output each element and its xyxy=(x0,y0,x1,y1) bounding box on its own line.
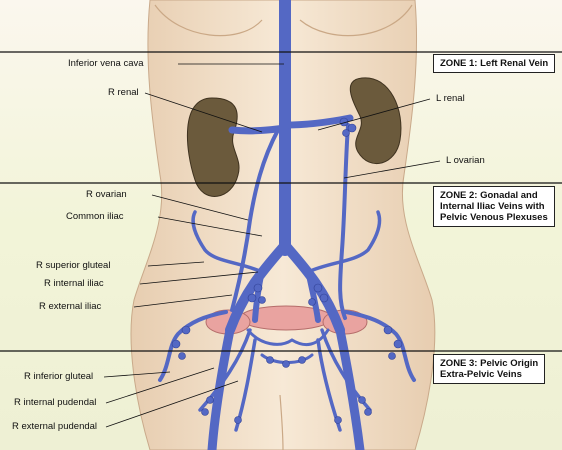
label-r-superior-gluteal: R superior gluteal xyxy=(36,260,111,271)
left-ovarian-vein xyxy=(338,123,350,320)
breast-fold-right xyxy=(154,4,263,37)
label-l-ovarian: L ovarian xyxy=(446,155,485,166)
zone-3-label: ZONE 3: Pelvic Origin Extra-Pelvic Veins xyxy=(433,354,546,384)
leader-r-renal xyxy=(144,92,263,133)
right-renal-vein xyxy=(228,124,289,135)
venous-system xyxy=(158,0,416,450)
zone-1-label: ZONE 1: Left Renal Vein xyxy=(433,54,556,73)
label-r-internal-pudendal: R internal pudendal xyxy=(14,397,97,408)
label-inferior-vena-cava: Inferior vena cava xyxy=(68,58,144,69)
right-superior-gluteal-vein xyxy=(191,210,264,274)
leg-split xyxy=(279,394,284,450)
leader-l-renal xyxy=(317,98,431,131)
leader-r-inferior-gluteal xyxy=(103,371,171,378)
right-ovarian-vein xyxy=(230,128,280,312)
right-common-iliac xyxy=(225,240,290,335)
zone-2-label: ZONE 2: Gonadal and Internal Iliac Veins… xyxy=(433,186,555,227)
leader-r-internal-iliac xyxy=(139,271,259,285)
uterine-plexus xyxy=(246,328,330,347)
zone-2-line-2: Internal Iliac Veins with xyxy=(440,201,545,212)
label-r-ovarian: R ovarian xyxy=(86,189,127,200)
leader-r-internal-pudendal xyxy=(105,367,215,404)
left-common-iliac xyxy=(280,240,345,335)
leader-r-ovarian xyxy=(151,194,249,221)
zone-2-line-1: ZONE 2: Gonadal and xyxy=(440,190,538,201)
label-r-external-pudendal: R external pudendal xyxy=(12,421,98,432)
label-r-inferior-gluteal: R inferior gluteal xyxy=(24,371,94,382)
label-l-renal: L renal xyxy=(436,93,465,104)
left-superior-gluteal-vein xyxy=(306,210,382,274)
zone-1-line-1: ZONE 1: Left Renal Vein xyxy=(440,58,549,69)
left-internal-iliac xyxy=(305,267,321,323)
right-external-iliac xyxy=(207,325,235,450)
leader-r-external-pudendal xyxy=(105,380,239,428)
right-inferior-gluteal-vein xyxy=(158,310,228,382)
label-common-iliac: Common iliac xyxy=(66,211,124,222)
breast-fold-left xyxy=(299,4,413,37)
leader-r-superior-gluteal xyxy=(147,261,205,267)
label-r-external-iliac: R external iliac xyxy=(39,301,102,312)
zone-2-line-3: Pelvic Venous Plexuses xyxy=(440,212,548,223)
leader-lines xyxy=(103,63,441,428)
right-internal-iliac xyxy=(252,267,265,323)
left-inferior-gluteal-vein xyxy=(344,310,416,382)
left-kidney xyxy=(349,77,402,164)
label-r-internal-iliac: R internal iliac xyxy=(44,278,104,289)
left-external-iliac xyxy=(335,325,365,450)
zone-3-line-2: Extra-Pelvic Veins xyxy=(440,369,522,380)
label-r-renal: R renal xyxy=(108,87,139,98)
leader-common-iliac xyxy=(157,216,263,237)
leader-l-ovarian xyxy=(343,160,441,179)
right-internal-pudendal-vein xyxy=(198,328,252,412)
leader-r-external-iliac xyxy=(133,294,233,308)
zone-3-line-1: ZONE 3: Pelvic Origin xyxy=(440,358,539,369)
right-kidney xyxy=(186,97,240,197)
varicose-clusters xyxy=(171,117,403,424)
